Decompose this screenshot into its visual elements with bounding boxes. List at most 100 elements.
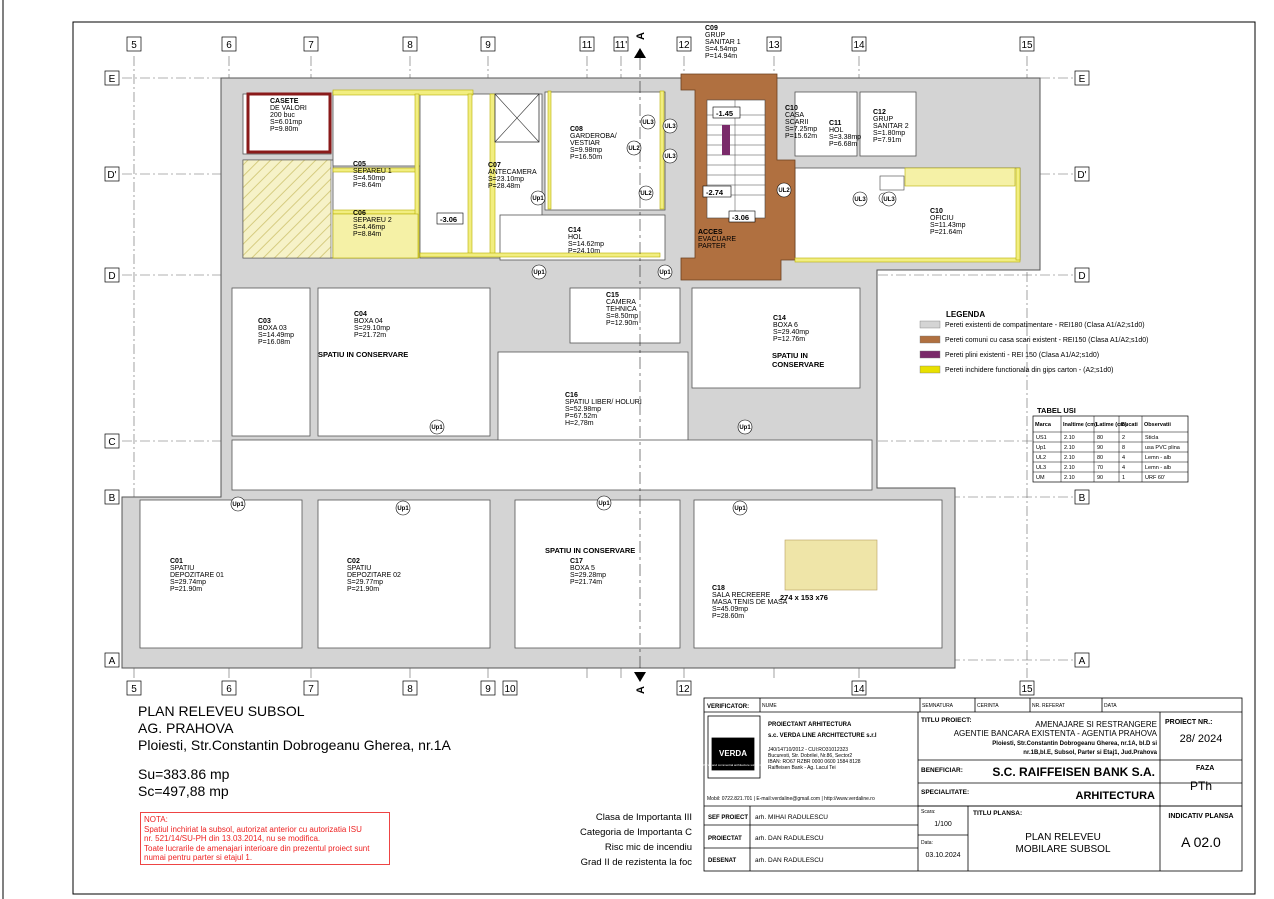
door-marker: Up1 [230, 496, 246, 512]
room-label-line: P=21.74m [570, 579, 602, 586]
door-marker: Up1 [531, 264, 547, 280]
grid-label: 5 [131, 684, 137, 695]
door-table-header: Latime (cm) [1096, 422, 1127, 428]
door-code: UL3 [664, 154, 676, 160]
door-marker: UL2 [776, 182, 792, 198]
tb-titlu-line: AGENTIE BANCARA EXISTENTA - AGENTIA PRAH… [954, 729, 1158, 738]
door-table-cell: Lemn - alb [1145, 465, 1171, 471]
door-table-title: TABEL USI [1037, 406, 1076, 415]
grid-bubble-bottom: 10 [502, 680, 518, 696]
door-code: Up1 [659, 270, 671, 276]
door-code: UL3 [642, 120, 654, 126]
grid-label: 7 [308, 40, 314, 51]
room-label-line: C09 [705, 25, 718, 32]
door-marker: UL2 [626, 140, 642, 156]
tb-titlu-line: nr.1B,bl.E, Subsol, Parter si Etaj1, Jud… [1023, 750, 1157, 756]
section-mark-bottom: A [635, 686, 647, 694]
room-label-line: C05 [353, 161, 366, 168]
door-table-cell: 2 [1122, 435, 1125, 441]
room-label-line: S=29.10mp [354, 325, 390, 332]
note-line: Toate lucrarile de amenajari interioare … [144, 843, 370, 853]
grid-bubble-left: A [104, 652, 120, 668]
legend-swatch [919, 365, 941, 374]
grid-label: B [109, 493, 116, 504]
room-label-line: P=12.90m [606, 320, 638, 327]
door-code: Up1 [739, 425, 751, 431]
door-code: UL2 [778, 188, 790, 194]
grid-label: 11' [615, 40, 627, 51]
grid-label: 5 [131, 40, 137, 51]
room-label-line: SPATIU [347, 565, 371, 572]
door-marker: UL3 [881, 191, 897, 207]
door-marker: UL3 [662, 148, 678, 164]
grid-bubble-top: 6 [221, 36, 237, 52]
room-label-line: PARTER [698, 243, 726, 250]
room-label-line: S=23.10mp [488, 176, 524, 183]
room-label-line: S=4.54mp [705, 46, 737, 53]
tb-proiect-nr: 28/ 2024 [1180, 733, 1223, 745]
room-label-line: S=7.25mp [785, 126, 817, 133]
door-marker: Up1 [530, 190, 546, 206]
note-line: nr. 521/14/SU-PH din 13.03.2014, nu se m… [144, 834, 321, 843]
grid-label: 12 [678, 684, 690, 695]
note-title: NOTA: [144, 815, 168, 824]
legend-swatch [919, 350, 941, 359]
room-label-line: SANITAR 1 [705, 39, 741, 46]
section-mark-top: A [635, 32, 647, 40]
door-code: Up1 [532, 196, 544, 202]
door-marker: Up1 [657, 264, 673, 280]
tb-specialitate-label: SPECIALITATE: [921, 789, 969, 796]
room-label-line: ANTECAMERA [488, 169, 537, 176]
room-label-line: C01 [170, 558, 183, 565]
grid-label: 14 [853, 40, 865, 51]
legend-swatch [919, 335, 941, 344]
room-label-line: C10 [785, 105, 798, 112]
grid-bubble-top: 11' [613, 36, 629, 52]
room-label-line: P=16.08m [258, 339, 290, 346]
door-table-cell: 2.10 [1064, 445, 1075, 451]
door-code: Up1 [533, 270, 545, 276]
note-line: Spatiul inchiriat la subsol, autorizat a… [144, 824, 362, 834]
door-code: Up1 [431, 425, 443, 431]
door-marker: UL3 [640, 114, 656, 130]
door-table-cell: US1 [1036, 435, 1047, 441]
room-label-line: C17 [570, 558, 583, 565]
grid-label: 15 [1021, 684, 1033, 695]
tb-faza: PTh [1190, 779, 1212, 793]
room-label-line: S=3.38mp [829, 134, 861, 141]
room-label-line: VESTIAR [570, 140, 600, 147]
room-label-line: C18 [712, 585, 725, 592]
room-label-line: SCARII [785, 119, 808, 126]
room-label-line: P=28.60m [712, 613, 744, 620]
grid-bubble-right: E [1074, 70, 1090, 86]
tb-firm-label: PROIECTANT ARHITECTURA [768, 722, 852, 728]
tb-titlu-label: TITLU PROIECT: [921, 717, 972, 724]
tb-faza-label: FAZA [1196, 765, 1214, 772]
room-label-line: S=6.01mp [270, 119, 302, 126]
grid-bubble-bottom: 9 [480, 680, 496, 696]
grid-bubble-bottom: 7 [303, 680, 319, 696]
room-label-line: S=29.28mp [570, 572, 606, 579]
door-table-cell: UL2 [1036, 455, 1046, 461]
grid-label: B [1079, 493, 1086, 504]
door-table-cell: Sticla [1145, 435, 1159, 441]
grid-label: 6 [226, 684, 232, 695]
room-label-line: P=28.48m [488, 183, 520, 190]
tb-verificator: VERIFICATOR: [707, 704, 749, 710]
grid-label: 14 [853, 684, 865, 695]
room-label-line: S=14.62mp [568, 241, 604, 248]
grid-label: 9 [485, 40, 491, 51]
grid-label: A [109, 656, 116, 667]
tb-data-val: 03.10.2024 [925, 852, 960, 859]
room-label-line: P=67.52m [565, 413, 597, 420]
tb-contact: Mobil: 0722.821.701 | E-mail:verdaline@g… [707, 796, 875, 802]
